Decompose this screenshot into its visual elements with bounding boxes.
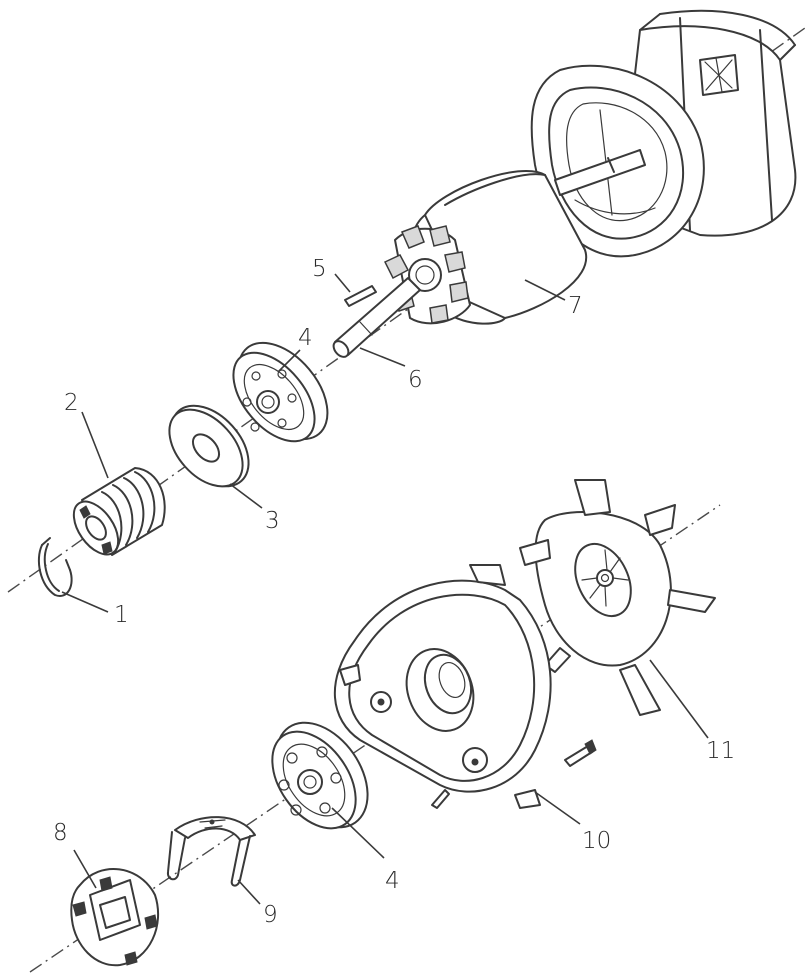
callout-4-lower: 4 [385,868,400,894]
leader-9 [237,879,261,905]
callout-labels: 1 2 3 4 5 6 7 8 9 4 10 11 [53,256,735,928]
callout-8: 8 [53,820,68,846]
callout-6: 6 [408,367,423,393]
callout-3: 3 [265,508,280,534]
leader-6 [359,347,406,367]
callout-10: 10 [582,828,611,854]
callout-11: 11 [706,738,735,764]
callout-2: 2 [64,390,79,416]
leader-2 [81,411,109,479]
callout-7: 7 [568,293,583,319]
callout-9: 9 [263,902,278,928]
rotor-shaft-end [554,149,646,196]
callout-1: 1 [114,602,129,628]
shaft-key [344,285,377,307]
retaining-ring [37,537,73,597]
rotor-assembly [332,170,588,358]
stator-housing [530,9,797,258]
leader-lines [61,273,709,905]
worm-gear [72,467,166,556]
leader-4a [277,349,301,373]
leader-11 [649,659,709,739]
cooling-fan [519,479,716,716]
lower-bearing [271,721,369,830]
leader-5 [334,273,351,293]
washer [168,404,250,488]
end-cover [334,564,597,809]
leader-10 [534,791,581,825]
leader-1 [61,591,109,613]
leader-7 [524,279,566,301]
brush-spring [166,816,256,887]
leader-3 [229,483,263,509]
upper-bearing [232,341,329,443]
leader-8 [73,849,97,889]
brush-holder [70,868,160,967]
callout-5: 5 [312,256,327,282]
callout-4-upper: 4 [298,325,313,351]
leader-4b [331,807,385,859]
